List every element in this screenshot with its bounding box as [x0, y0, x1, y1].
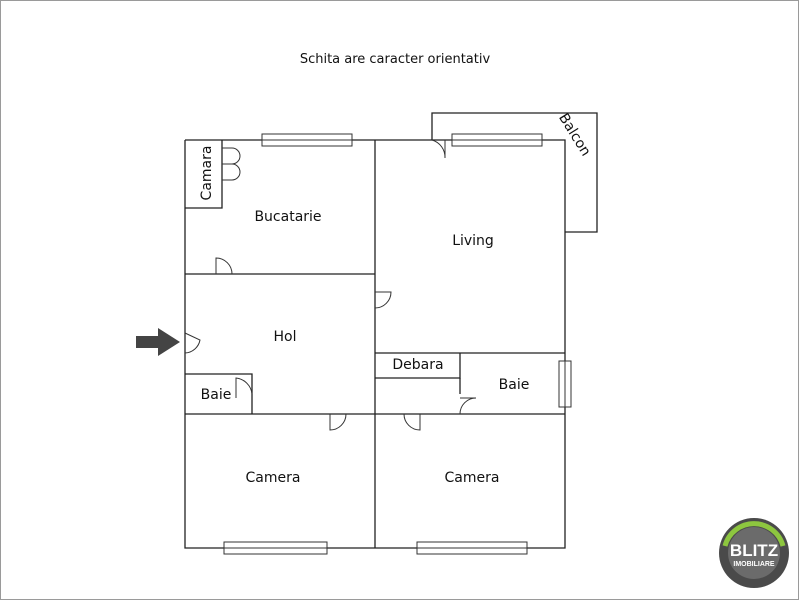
label-baie-right: Baie — [499, 377, 530, 393]
label-balcon: Balcon — [555, 111, 594, 160]
room-labels: Camara Bucatarie Living Balcon Hol Debar… — [199, 111, 594, 486]
logo-subtitle: IMOBILIARE — [733, 561, 775, 568]
label-hol: Hol — [274, 329, 297, 345]
door-camera-left — [329, 413, 347, 431]
door-living — [374, 291, 392, 309]
door-entrance — [184, 332, 201, 354]
label-debara: Debara — [392, 357, 443, 373]
doors — [184, 139, 477, 431]
windows — [223, 133, 572, 555]
plan-title: Schita are caracter orientativ — [300, 52, 491, 67]
balcony-outline — [431, 112, 598, 233]
label-baie-left: Baie — [201, 387, 232, 403]
label-living: Living — [452, 233, 494, 249]
label-camera-left: Camera — [246, 470, 301, 486]
logo-name: BLITZ — [730, 541, 778, 560]
door-camera-right — [403, 413, 421, 431]
entrance-arrow-icon — [136, 328, 180, 356]
label-bucatarie: Bucatarie — [254, 209, 321, 225]
door-camara — [222, 147, 241, 181]
label-camera-right: Camera — [445, 470, 500, 486]
door-baie-left — [235, 377, 253, 398]
blitz-logo: BLITZ IMOBILIARE — [719, 518, 789, 588]
interior-walls — [185, 140, 565, 548]
logo-core — [728, 527, 780, 579]
logo-accent-arc — [722, 521, 786, 547]
label-camara: Camara — [199, 146, 215, 201]
door-balcon — [431, 139, 446, 159]
door-bucatarie — [215, 257, 233, 275]
door-baie-right — [459, 397, 477, 415]
